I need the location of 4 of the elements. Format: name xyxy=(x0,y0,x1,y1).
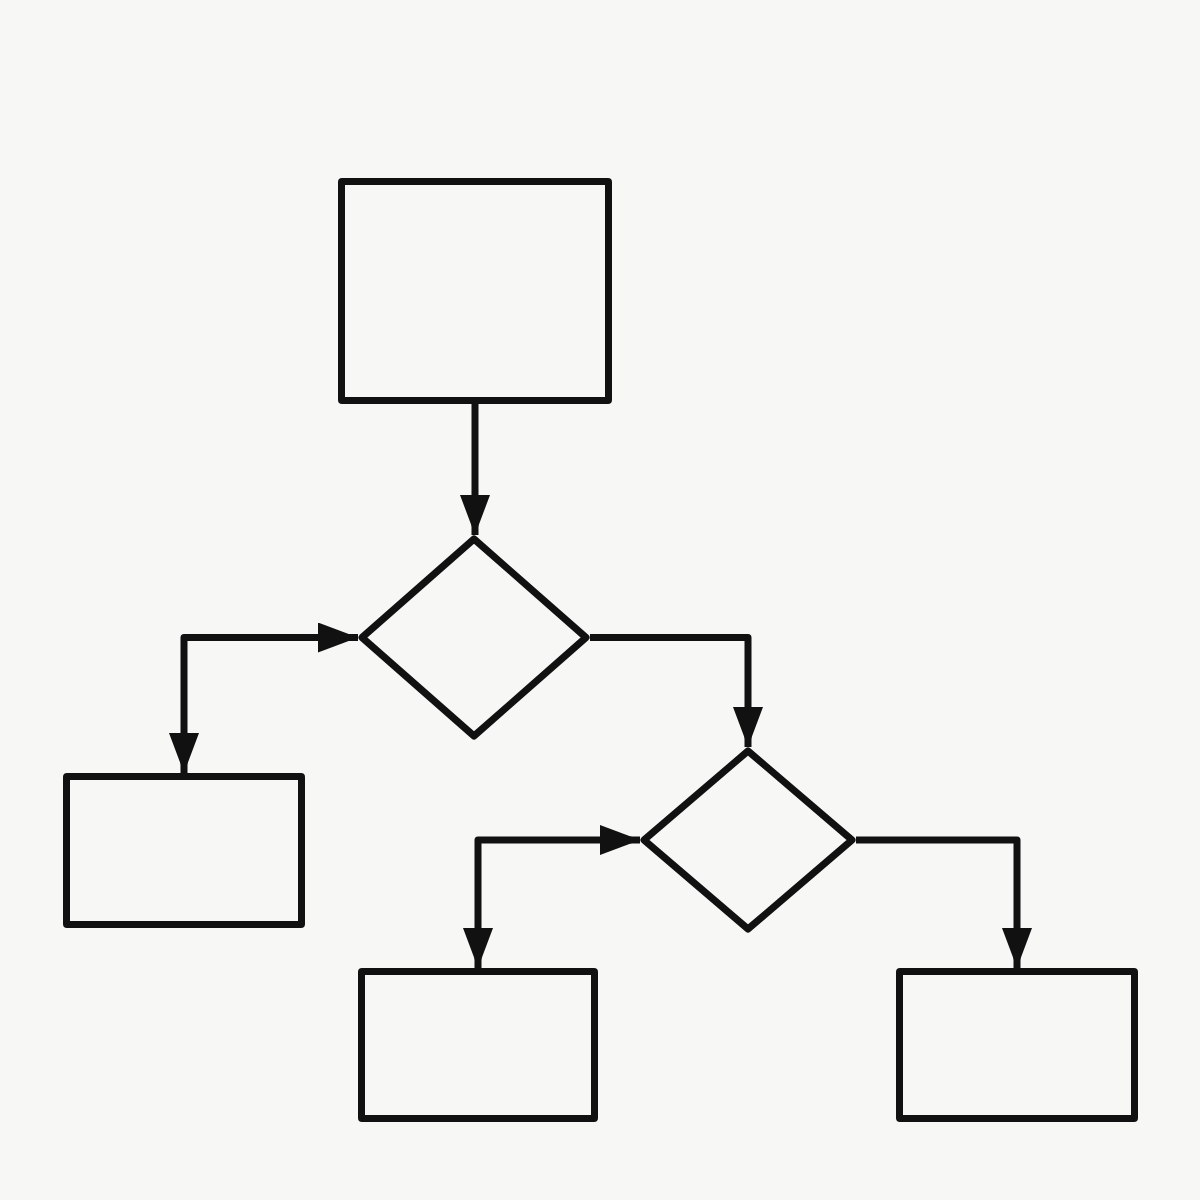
process-box xyxy=(896,968,1138,1122)
process-box xyxy=(63,773,305,928)
process-box xyxy=(338,178,612,404)
process-box xyxy=(358,968,598,1122)
